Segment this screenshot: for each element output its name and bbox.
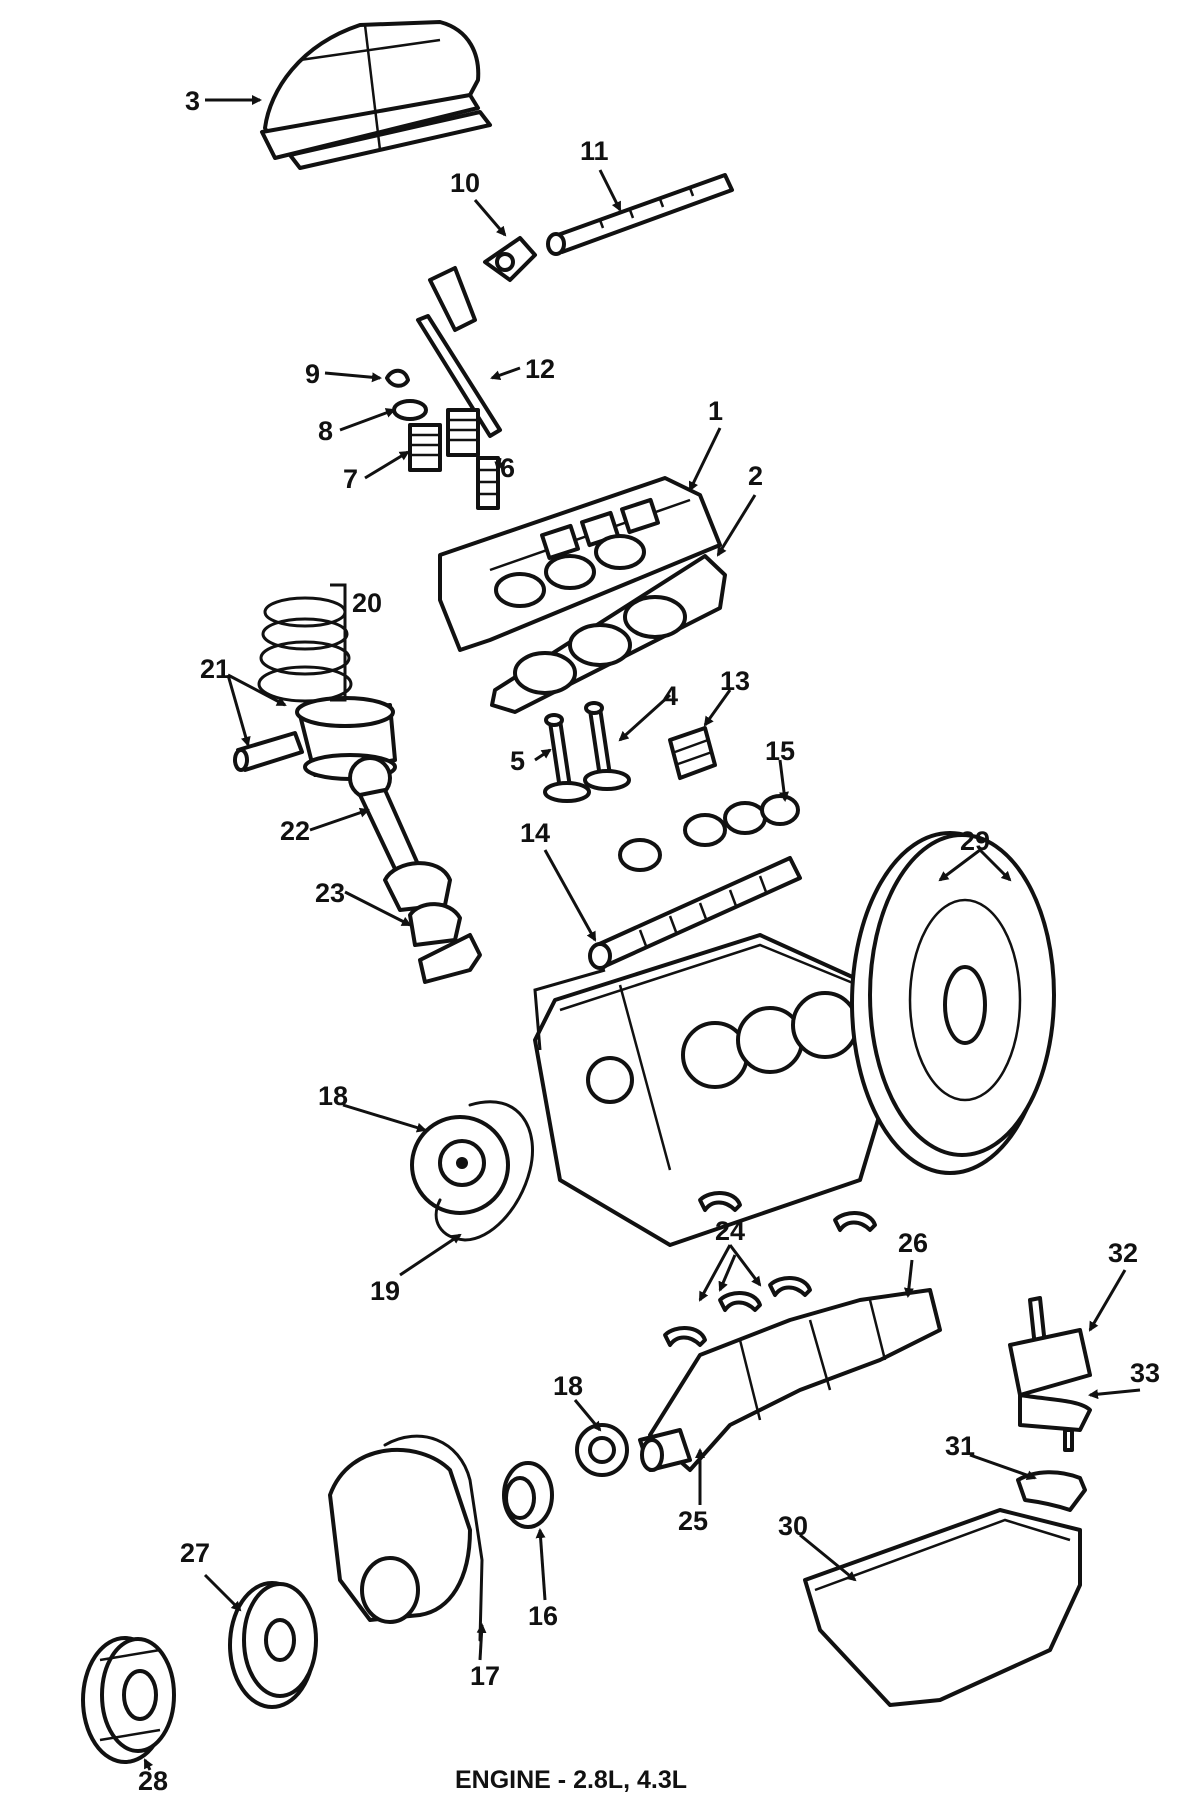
- exhaust-valve: [543, 713, 591, 803]
- oil-pan: [803, 1508, 1082, 1707]
- callout-11: 11: [580, 136, 609, 166]
- callout-4: 4: [663, 681, 678, 711]
- rocker-shaft: [546, 173, 734, 256]
- cylinder-head: [438, 476, 722, 652]
- connecting-rod: [348, 756, 452, 912]
- callout-labels: 3 11 10 12 9 8 7 6 1 2 20 21 4 5 13 15 2…: [138, 86, 1160, 1794]
- callout-21: 21: [200, 654, 230, 684]
- callout-7: 7: [343, 464, 358, 494]
- callout-29: 29: [960, 826, 990, 856]
- callout-23: 23: [315, 878, 345, 908]
- timing-cover-gasket: [383, 1434, 484, 1642]
- callout-26: 26: [898, 1228, 928, 1258]
- piston-rings: [257, 596, 353, 703]
- crankshaft-sprocket: [575, 1423, 629, 1477]
- callout-14: 14: [520, 818, 550, 848]
- camshaft: [588, 856, 802, 970]
- valve-lifter: [668, 726, 717, 780]
- callout-20: 20: [352, 588, 382, 618]
- callout-33: 33: [1130, 1358, 1160, 1388]
- callout-31: 31: [945, 1431, 975, 1461]
- callout-9: 9: [305, 359, 320, 389]
- callout-24: 24: [715, 1216, 745, 1246]
- callout-3: 3: [185, 86, 200, 116]
- callout-18-lower: 18: [553, 1371, 583, 1401]
- flywheel: [850, 831, 1056, 1175]
- valve-keeper: [385, 368, 410, 388]
- crankshaft-pulley: [81, 1636, 176, 1764]
- oil-pump: [1008, 1296, 1092, 1452]
- callout-13: 13: [720, 666, 750, 696]
- callout-6: 6: [500, 453, 515, 483]
- valve-cover: [260, 20, 492, 170]
- callout-22: 22: [280, 816, 310, 846]
- callout-28: 28: [138, 1766, 168, 1794]
- diagram-caption: ENGINE - 2.8L, 4.3L: [455, 1766, 687, 1794]
- intake-valve: [583, 701, 631, 791]
- callout-16: 16: [528, 1601, 558, 1631]
- head-gasket: [490, 554, 727, 714]
- camshaft-sprocket: [410, 1115, 510, 1215]
- callout-25: 25: [678, 1506, 708, 1536]
- callout-32: 32: [1108, 1238, 1138, 1268]
- callout-10: 10: [450, 168, 480, 198]
- leader-lines: [143, 95, 1141, 1771]
- callout-27: 27: [180, 1538, 210, 1568]
- callout-15: 15: [765, 736, 795, 766]
- callout-30: 30: [778, 1511, 808, 1541]
- timing-cover: [328, 1447, 472, 1624]
- oil-pump-pickup-retainer: [1016, 1470, 1087, 1512]
- callout-1: 1: [708, 396, 723, 426]
- valve-springs: [408, 408, 480, 472]
- rocker-arm: [428, 236, 537, 332]
- crankshaft: [638, 1288, 942, 1472]
- callout-17: 17: [470, 1661, 500, 1691]
- rod-bearing: [408, 902, 482, 984]
- callout-8: 8: [318, 416, 333, 446]
- callout-19: 19: [370, 1276, 400, 1306]
- camshaft-bearings: [618, 794, 800, 872]
- valve-spring-retainer: [392, 399, 428, 421]
- callout-18-upper: 18: [318, 1081, 348, 1111]
- harmonic-balancer: [228, 1581, 318, 1709]
- valve-seals: [476, 456, 500, 510]
- timing-chain: [434, 1100, 534, 1242]
- callout-5: 5: [510, 746, 525, 776]
- main-bearings: [663, 1191, 877, 1347]
- piston-pin: [233, 731, 304, 772]
- callout-2: 2: [748, 461, 763, 491]
- cylinder-block: [533, 933, 892, 1247]
- callout-12: 12: [525, 354, 555, 384]
- front-crank-seal: [502, 1461, 554, 1529]
- pushrod: [416, 314, 502, 438]
